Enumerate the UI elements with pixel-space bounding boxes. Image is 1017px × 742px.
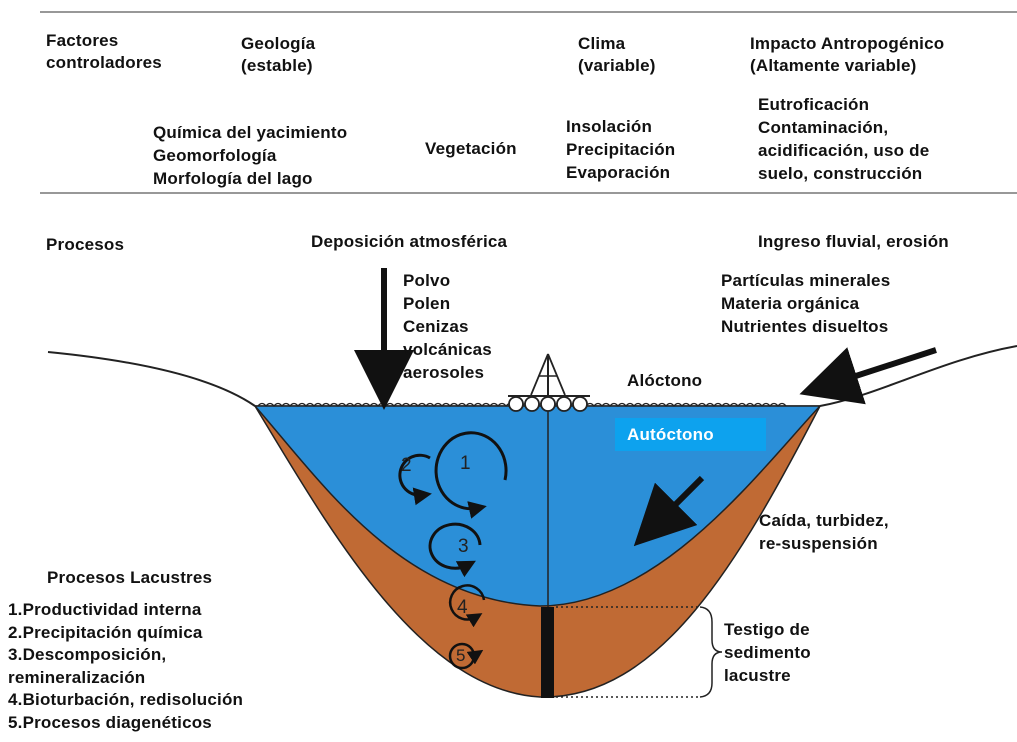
cycle-number-5: 5	[456, 645, 466, 667]
cycle-number-2: 2	[401, 455, 412, 477]
allochthonous-label: Alóctono	[627, 370, 702, 392]
climate-items: Insolación Precipitación Evaporación	[566, 115, 675, 184]
geology-items: Química del yacimiento Geomorfología Mor…	[153, 121, 347, 190]
anthropogenic-items: Eutroficación Contaminación, acidificaci…	[758, 93, 929, 185]
core-label: Testigo de sedimento lacustre	[724, 618, 811, 687]
atmospheric-deposition-label: Deposición atmosférica	[311, 231, 507, 253]
atmospheric-items: Polvo Polen Cenizas volcánicas aerosoles	[403, 269, 492, 384]
fluvial-items: Partículas minerales Materia orgánica Nu…	[721, 269, 890, 338]
anthropogenic-header: Impacto Antropogénico (Altamente variabl…	[750, 33, 944, 77]
geology-header: Geología (estable)	[241, 33, 315, 77]
cycle-number-1: 1	[460, 453, 471, 475]
fluvial-arrow	[828, 350, 936, 385]
autochthonous-label: Autóctono	[627, 424, 714, 446]
factors-label: Factores controladores	[46, 30, 162, 74]
lacustrine-items: 1.Productividad interna 2.Precipitación …	[8, 599, 243, 734]
sediment-core	[541, 607, 554, 698]
land-left	[48, 352, 255, 406]
cycle-number-4: 4	[457, 597, 468, 619]
fluvial-label: Ingreso fluvial, erosión	[758, 231, 949, 253]
lacustrine-title: Procesos Lacustres	[47, 567, 212, 589]
climate-header: Clima (variable)	[578, 33, 656, 77]
drilling-platform-icon	[508, 354, 590, 411]
slope-process-label: Caída, turbidez, re-suspensión	[759, 509, 889, 555]
cycle-number-3: 3	[458, 536, 469, 558]
processes-label: Procesos	[46, 234, 124, 256]
vegetation-label: Vegetación	[425, 138, 517, 160]
